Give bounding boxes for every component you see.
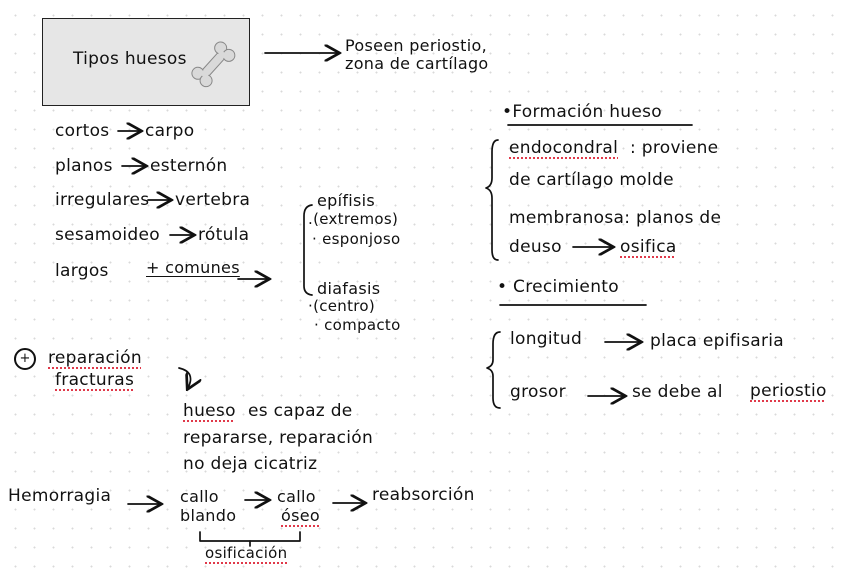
type-irregulares-example: vertebra — [175, 190, 251, 210]
reparacion-title-1: reparación — [48, 348, 142, 368]
endocondral-desc: : proviene — [630, 138, 719, 158]
type-largos-example: + comunes — [146, 258, 240, 277]
formacion-heading: •Formación hueso — [502, 102, 662, 122]
membranosa-desc: membranosa: planos de — [509, 208, 722, 228]
diafasis-label: diafasis — [317, 279, 381, 298]
grosor-value-b: periostio — [750, 381, 827, 401]
type-planos: planos — [55, 156, 113, 176]
header-note-line1: Poseen periostio, — [345, 36, 487, 55]
type-cortos-example: carpo — [145, 121, 195, 141]
reparacion-title-2: fracturas — [55, 370, 135, 390]
flow-reabsorcion: reabsorción — [372, 485, 475, 505]
title-box: Tipos huesos — [42, 18, 250, 106]
epifisis-detail-1: .(extremos) — [308, 210, 399, 228]
type-sesamoideo: sesamoideo — [55, 225, 160, 245]
epifisis-detail-2: · esponjoso — [312, 230, 401, 248]
diafasis-detail-1: ·(centro) — [308, 297, 376, 315]
crecimiento-heading: • Crecimiento — [497, 277, 619, 297]
endocondral-desc-2: de cartílago molde — [509, 170, 674, 190]
type-irregulares: irregulares — [55, 190, 150, 210]
formacion-brace — [485, 139, 499, 261]
plus-bullet-icon: + — [14, 348, 36, 370]
grosor-label: grosor — [510, 382, 566, 402]
crecimiento-brace — [486, 331, 501, 409]
longitud-label: longitud — [510, 329, 583, 349]
flow-callo-oseo-2: óseo — [281, 506, 320, 525]
type-largos: largos — [55, 261, 109, 281]
membranosa-desc-2b: osifica — [620, 237, 677, 257]
type-sesamoideo-example: rótula — [198, 225, 250, 245]
osificacion-bracket — [199, 531, 301, 542]
endocondral-term: endocondral — [509, 138, 619, 158]
longitud-value: placa epifisaria — [650, 331, 784, 351]
epifisis-label: epífisis — [317, 191, 376, 210]
header-note-line2: zona de cartílago — [345, 54, 489, 73]
flow-osificacion-label: osificación — [205, 544, 288, 562]
membranosa-desc-2a: deuso — [509, 237, 562, 257]
reparacion-note-1b: es capaz de — [248, 401, 353, 421]
reparacion-note-1a: hueso — [183, 401, 236, 421]
grosor-value-a: se debe al — [632, 382, 723, 402]
diafasis-detail-2: · compacto — [314, 316, 401, 334]
page-title: Tipos huesos — [73, 49, 187, 69]
arrow-reparacion — [178, 367, 191, 388]
bone-icon — [191, 41, 236, 88]
long-bone-bracket — [303, 204, 313, 296]
reparacion-note-2: repararse, reparación — [183, 428, 374, 448]
type-planos-example: esternón — [150, 156, 228, 176]
reparacion-note-3: no deja cicatriz — [183, 454, 318, 474]
type-cortos: cortos — [55, 121, 110, 141]
flow-callo-blando-2: blando — [180, 506, 237, 525]
flow-callo-oseo-1: callo — [277, 487, 316, 506]
flow-hemorragia: Hemorragia — [8, 486, 112, 506]
flow-callo-blando-1: callo — [180, 487, 219, 506]
